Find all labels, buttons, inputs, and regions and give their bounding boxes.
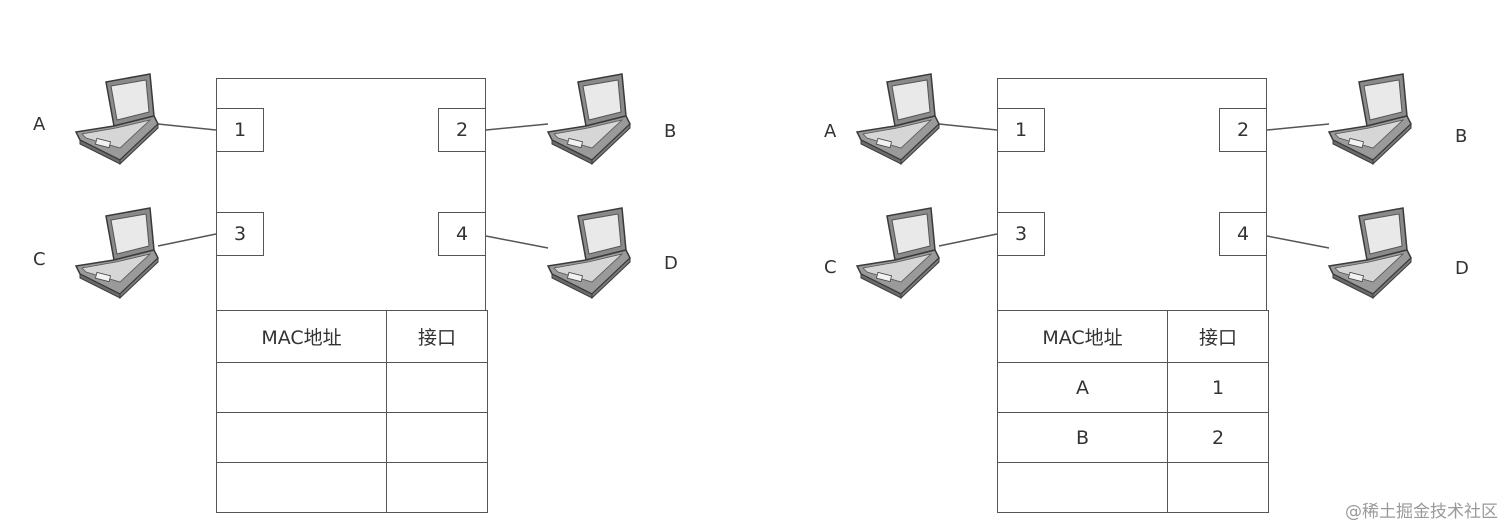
laptop-icon [856, 207, 940, 299]
mac-cell [216, 462, 387, 513]
connection-lines [856, 73, 1412, 299]
connection-lines [75, 73, 631, 299]
mac-cell: A [997, 362, 1168, 413]
table-row [216, 412, 488, 463]
mac-cell [216, 412, 387, 463]
port-column-header: 接口 [386, 310, 488, 363]
port-1: 1 [997, 108, 1045, 152]
host-label-a: A [824, 121, 837, 142]
wire-a-port1 [157, 123, 217, 131]
port-3: 3 [997, 212, 1045, 256]
switch-box [997, 78, 1267, 310]
mac-column-header: MAC地址 [997, 310, 1168, 363]
host-label-c: C [824, 257, 837, 278]
laptop-icon [1328, 207, 1412, 299]
host-label-d: D [1455, 258, 1469, 279]
port-cell: 1 [1167, 362, 1269, 413]
port-1: 1 [216, 108, 264, 152]
host-label-a: A [33, 114, 46, 135]
mac-address-table: MAC地址 接口 [216, 310, 488, 513]
mac-address-table: MAC地址 接口 A 1 B 2 [997, 310, 1269, 513]
table-row [216, 462, 488, 513]
mac-cell: B [997, 412, 1168, 463]
port-cell [386, 362, 488, 413]
wire-port2-b [485, 123, 549, 131]
laptop-icon [547, 73, 631, 165]
port-3: 3 [216, 212, 264, 256]
switch-diagram-after: A B C D 1 2 3 4 MAC地址 接口 A 1 B 2 [781, 0, 1512, 530]
wire-a-port1 [938, 123, 998, 131]
host-label-b: B [664, 121, 677, 142]
port-cell [386, 462, 488, 513]
mac-cell [216, 362, 387, 413]
laptop-icon [547, 207, 631, 299]
mac-cell [997, 462, 1168, 513]
laptop-icon [75, 73, 159, 165]
host-label-c: C [33, 249, 46, 270]
table-row: A 1 [997, 362, 1269, 413]
laptop-icon [75, 207, 159, 299]
table-row [997, 462, 1269, 513]
wire-port4-d [1266, 235, 1330, 249]
port-2: 2 [438, 108, 486, 152]
wire-port2-b [1266, 123, 1330, 131]
table-row [216, 362, 488, 413]
port-cell: 2 [1167, 412, 1269, 463]
port-4: 4 [1219, 212, 1267, 256]
wire-c-port3 [938, 233, 998, 247]
port-cell [386, 412, 488, 463]
laptop-icon [856, 73, 940, 165]
watermark: @稀土掘金技术社区 [1345, 502, 1498, 522]
port-2: 2 [1219, 108, 1267, 152]
port-cell [1167, 462, 1269, 513]
switch-box [216, 78, 486, 310]
port-4: 4 [438, 212, 486, 256]
host-label-d: D [664, 253, 678, 274]
table-row: B 2 [997, 412, 1269, 463]
switch-diagram-before: A B C D 1 2 3 4 MAC地址 接口 [33, 73, 678, 513]
wire-port4-d [485, 235, 549, 249]
host-label-b: B [1455, 126, 1468, 147]
wire-c-port3 [157, 233, 217, 247]
mac-column-header: MAC地址 [216, 310, 387, 363]
laptop-icon [1328, 73, 1412, 165]
port-column-header: 接口 [1167, 310, 1269, 363]
